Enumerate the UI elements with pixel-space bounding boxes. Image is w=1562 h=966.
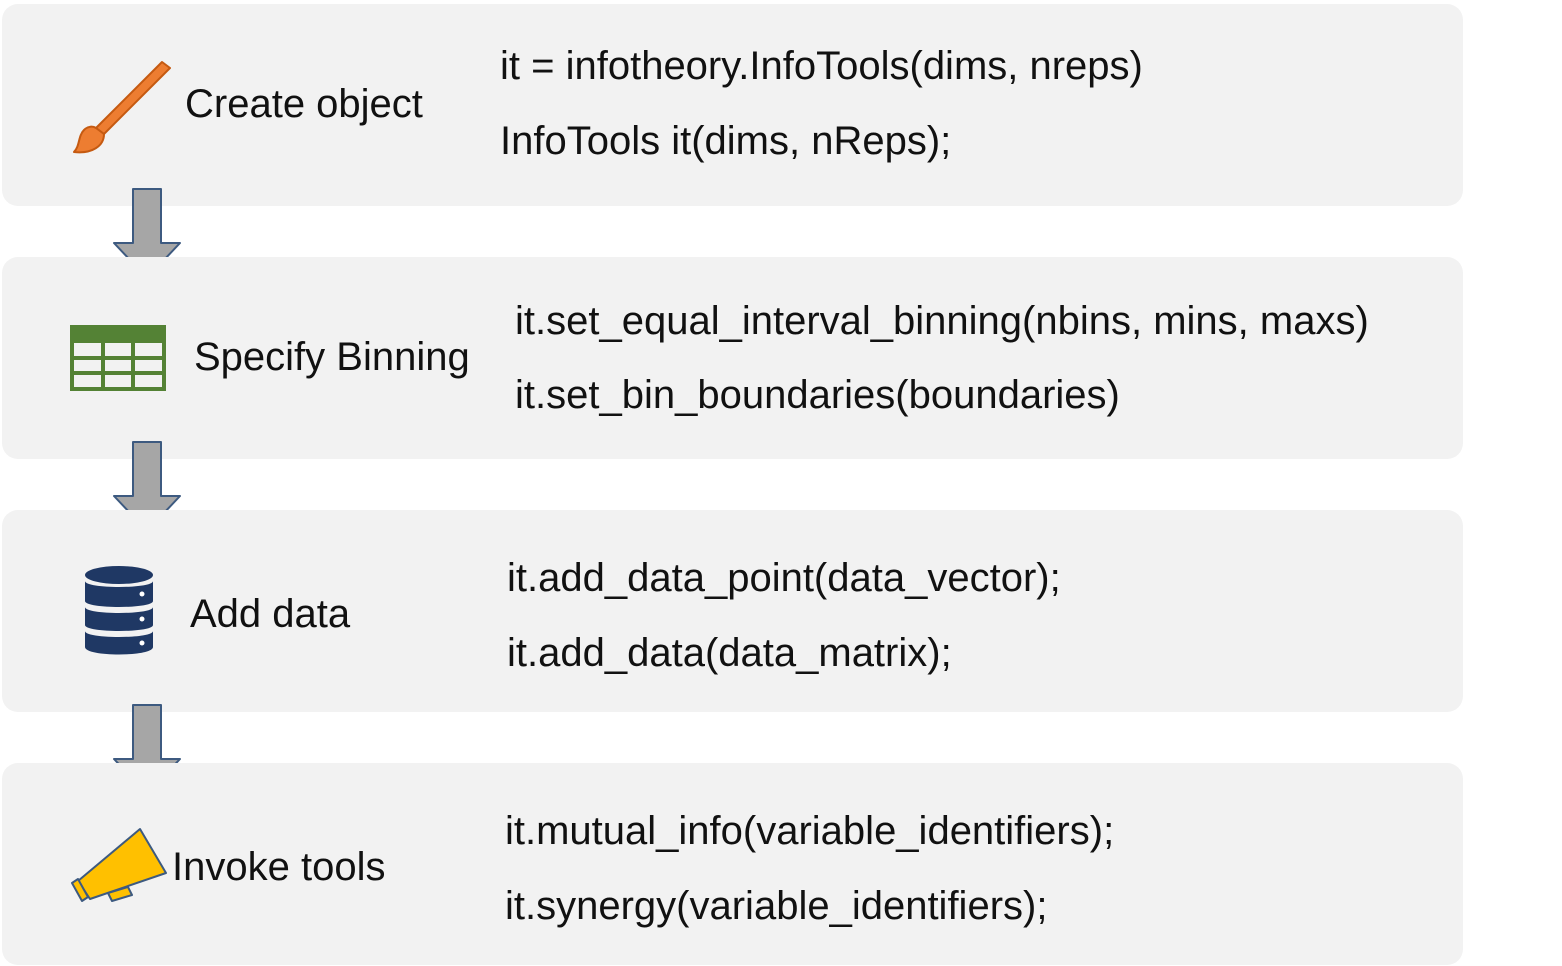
- code-line: it.mutual_info(variable_identifiers);: [505, 809, 1115, 853]
- code-line: InfoTools it(dims, nReps);: [500, 119, 952, 163]
- code-line: it.set_bin_boundaries(boundaries): [515, 373, 1120, 417]
- megaphone-icon: [71, 828, 167, 902]
- table-grid-icon: [70, 325, 166, 391]
- code-line: it.add_data_point(data_vector);: [507, 556, 1061, 600]
- step-invoke-tools: Invoke tools it.mutual_info(variable_ide…: [2, 763, 1463, 965]
- step-create-object: Create object it = infotheory.InfoTools(…: [2, 4, 1463, 206]
- code-line: it = infotheory.InfoTools(dims, nreps): [500, 44, 1143, 88]
- step-label: Invoke tools: [172, 845, 386, 889]
- database-icon: [85, 566, 153, 655]
- step-label: Specify Binning: [194, 335, 470, 379]
- step-specify-binning: Specify Binning it.set_equal_interval_bi…: [2, 257, 1463, 459]
- step-label: Create object: [185, 82, 423, 126]
- code-line: it.synergy(variable_identifiers);: [505, 884, 1048, 928]
- code-line: it.add_data(data_matrix);: [507, 631, 952, 675]
- code-line: it.set_equal_interval_binning(nbins, min…: [515, 299, 1369, 343]
- step-add-data: Add data it.add_data_point(data_vector);…: [2, 510, 1463, 712]
- step-label: Add data: [190, 592, 351, 636]
- paintbrush-icon: [73, 61, 171, 154]
